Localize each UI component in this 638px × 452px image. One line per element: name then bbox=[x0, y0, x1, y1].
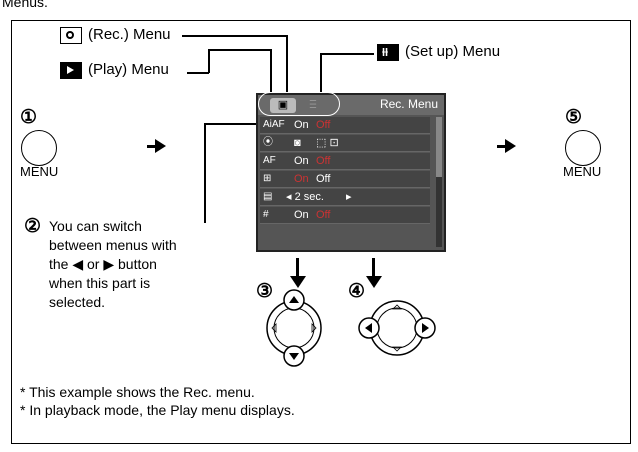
step-5-number: ⑤ bbox=[565, 107, 583, 128]
lcd-tab-rec[interactable]: ▣ bbox=[270, 98, 296, 113]
play-menu-icon bbox=[60, 62, 82, 79]
top-text: Menus. bbox=[2, 0, 48, 10]
switch-instruction: You can switch between menus with the ◀ … bbox=[49, 218, 177, 310]
menu-button-5[interactable] bbox=[565, 130, 601, 166]
lcd-row-review[interactable]: ▤◂ 2 sec.▸ bbox=[260, 189, 430, 206]
lcd-tab-setup[interactable]: Ⲷ bbox=[309, 99, 317, 111]
setup-menu-label: (Set up) Menu bbox=[405, 43, 501, 60]
play-menu-label: (Play) Menu bbox=[88, 61, 169, 78]
menu-button-1-label: MENU bbox=[20, 164, 59, 179]
step-3-number: ③ bbox=[256, 281, 274, 302]
arrow-right-icon bbox=[505, 139, 516, 153]
note-play-menu: * In playback mode, the Play menu displa… bbox=[20, 402, 295, 418]
up-down-controller-icon[interactable] bbox=[264, 286, 324, 370]
rec-menu-label: (Rec.) Menu bbox=[88, 26, 171, 43]
arrow-down-icon bbox=[366, 276, 382, 288]
step-2-number: ② bbox=[24, 216, 42, 237]
rec-menu-icon bbox=[60, 27, 82, 44]
lcd-title: Rec. Menu bbox=[379, 97, 438, 111]
arrow-right-icon bbox=[155, 139, 166, 153]
step-1-number: ① bbox=[20, 107, 38, 128]
menu-button-1[interactable] bbox=[21, 130, 57, 166]
diagram-frame bbox=[11, 20, 631, 444]
left-right-controller-icon[interactable] bbox=[355, 297, 439, 359]
note-rec-menu: * This example shows the Rec. menu. bbox=[20, 384, 255, 400]
setup-menu-icon: ƚƚ bbox=[377, 44, 399, 61]
menu-tab-highlight-oval bbox=[258, 92, 340, 116]
lcd-scrollbar bbox=[436, 117, 442, 247]
arrow-down-icon bbox=[290, 276, 306, 288]
menu-button-5-label: MENU bbox=[563, 164, 602, 179]
lcd-row-metering[interactable]: ⦿◙⬚ ⊡ bbox=[260, 135, 430, 152]
step-4-number: ④ bbox=[348, 281, 366, 302]
